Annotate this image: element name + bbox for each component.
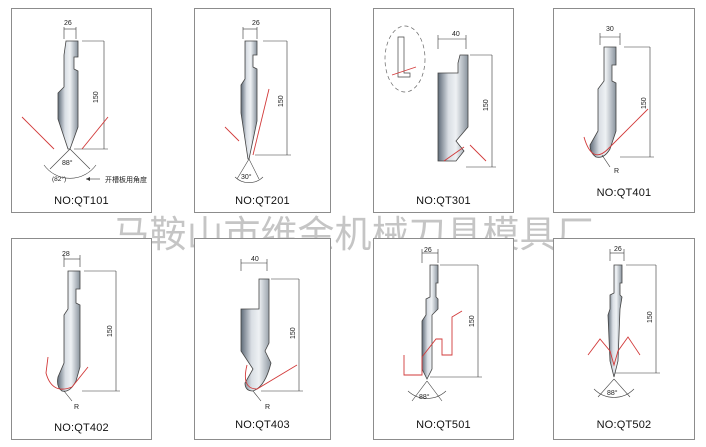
angle-dimension: 30° — [241, 173, 252, 181]
tool-label: NO:QT502 — [596, 419, 652, 431]
height-dimension: 150 — [641, 97, 648, 109]
width-dimension: 30 — [606, 26, 614, 33]
width-dimension: 26 — [64, 20, 72, 27]
tool-drawing-qt502: 26 150 88° — [587, 246, 660, 398]
height-dimension: 150 — [647, 311, 654, 323]
tool-label: NO:QT201 — [235, 195, 290, 207]
height-dimension: 150 — [469, 315, 476, 327]
tool-panel-qt301: 40 150 NO:QT301 — [373, 8, 514, 213]
height-dimension: 150 — [290, 327, 297, 339]
height-dimension: 150 — [93, 91, 100, 103]
punch-profile — [437, 54, 469, 162]
tool-label: NO:QT101 — [54, 195, 109, 207]
radius-dimension: R — [614, 168, 619, 175]
height-dimension: 150 — [483, 99, 490, 111]
angle-alt-dimension: (82°) — [52, 175, 66, 183]
tool-label: NO:QT402 — [54, 422, 109, 434]
width-dimension: 26 — [614, 246, 622, 253]
tool-label: NO:QT401 — [596, 187, 652, 199]
punch-profile — [57, 270, 81, 392]
tool-drawing-qt403: 40 150 R — [240, 256, 303, 411]
groove-angle-note: 开槽板用角度 — [105, 176, 147, 184]
tool-label: NO:QT403 — [235, 419, 290, 431]
angle-dimension: 88° — [607, 389, 618, 397]
tool-panel-qt401: 30 150 R NO:QT401 — [553, 8, 695, 213]
height-dimension: 150 — [278, 95, 285, 107]
punch-profile — [240, 278, 272, 392]
tool-drawing-qt402: 28 150 R — [45, 251, 120, 411]
punch-profile — [57, 40, 79, 150]
punch-profile — [240, 40, 258, 160]
width-dimension: 26 — [424, 247, 432, 254]
angle-dimension: 88° — [419, 393, 430, 401]
punch-profile — [421, 264, 439, 380]
detail-callout — [384, 25, 426, 93]
tool-drawing-qt501: 26 150 88° — [403, 247, 482, 402]
tool-drawing-qt101: 26 150 88° (82°) — [21, 20, 109, 183]
tool-panel-qt101: 26 150 88° (82°) 开槽板用角度 NO:QT101 — [11, 8, 152, 213]
punch-profile — [607, 264, 623, 378]
width-dimension: 40 — [452, 31, 460, 38]
tool-panel-qt402: 28 150 R NO:QT402 — [11, 238, 152, 440]
tool-drawing-qt401: 30 150 R — [583, 26, 654, 175]
tool-panel-qt403: 40 150 R NO:QT403 — [194, 238, 331, 440]
height-dimension: 150 — [107, 325, 114, 337]
tool-panel-qt201: 26 150 30° NO:QT201 — [194, 8, 331, 213]
radius-dimension: R — [74, 404, 79, 411]
angle-dimension: 88° — [62, 159, 73, 167]
tool-drawing-qt201: 26 150 30° — [224, 20, 291, 183]
tool-panel-qt502: 26 150 88° NO:QT502 — [553, 238, 695, 440]
tool-label: NO:QT501 — [416, 419, 471, 431]
width-dimension: 28 — [62, 251, 70, 258]
tool-label: NO:QT301 — [416, 195, 471, 207]
tool-panel-qt501: 26 150 88° NO:QT501 — [373, 238, 514, 440]
tool-drawing-qt301: 40 150 — [384, 25, 496, 168]
punch-profile — [589, 46, 617, 158]
width-dimension: 40 — [251, 256, 259, 263]
width-dimension: 26 — [252, 20, 260, 27]
radius-dimension: R — [265, 404, 270, 411]
